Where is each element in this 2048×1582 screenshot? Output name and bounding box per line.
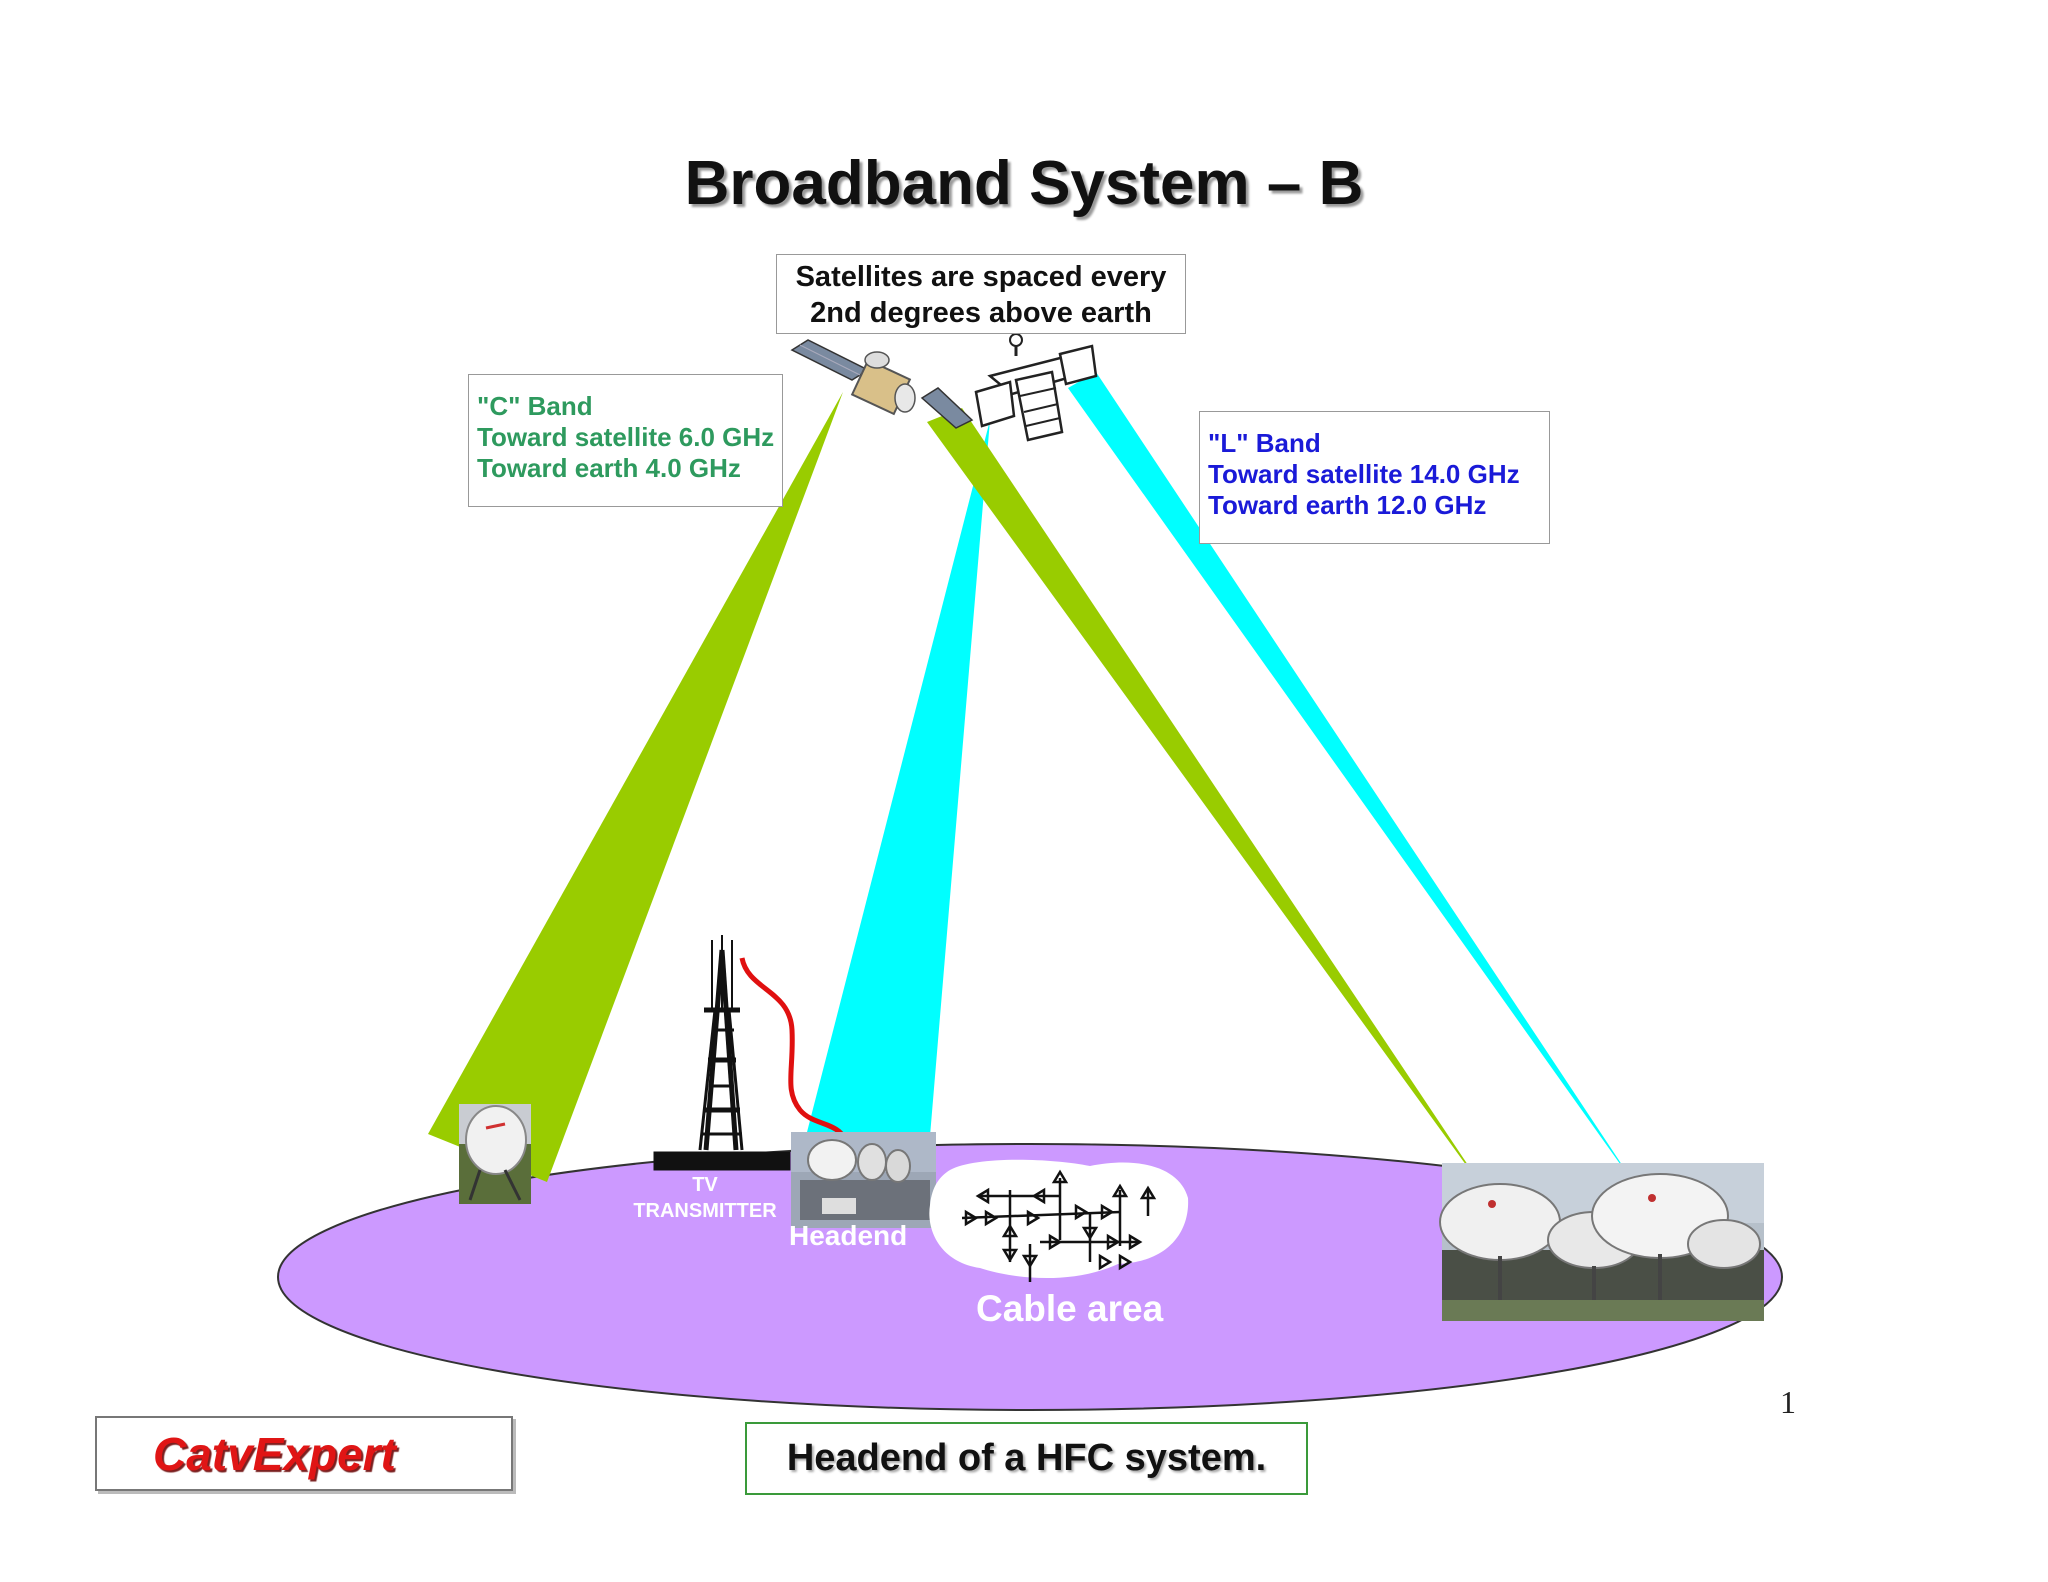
cable-network-tree	[961, 1169, 1157, 1282]
satellite-1-icon	[790, 339, 974, 429]
satellite-note-line1: Satellites are spaced every	[795, 261, 1167, 293]
l-band-uplink: Toward satellite 14.0 GHz	[1208, 459, 1520, 489]
headend-photo	[791, 1132, 936, 1228]
c-band-info-box: "C" Band Toward satellite 6.0 GHz Toward…	[468, 374, 783, 507]
l-band-beam-right	[1068, 372, 1640, 1192]
slide-caption: Headend of a HFC system.	[745, 1422, 1308, 1495]
satellite-note-line2: 2nd degrees above earth	[810, 297, 1152, 329]
l-band-downlink: Toward earth 12.0 GHz	[1208, 490, 1487, 520]
c-band-uplink: Toward satellite 6.0 GHz	[477, 422, 775, 452]
c-band-heading: "C" Band	[477, 391, 593, 421]
l-band-beam-headend	[806, 420, 990, 1136]
c-band-beam-left	[428, 392, 843, 1182]
earth-station-photo	[1439, 1163, 1764, 1321]
page-number: 1	[1780, 1384, 1796, 1420]
headend-label: Headend	[789, 1220, 908, 1251]
tv-label-line1: TV	[692, 1174, 718, 1196]
uplink-dish-photo	[459, 1104, 531, 1204]
c-band-beam-right	[927, 408, 1490, 1198]
tv-transmitter-tower-icon	[653, 935, 791, 1171]
tv-label-line2: TRANSMITTER	[633, 1200, 777, 1222]
catvexpert-logo: CatvExpert	[95, 1416, 513, 1491]
tv-transmitter-label: TV TRANSMITTER	[620, 1172, 790, 1224]
satellite-spacing-note: Satellites are spaced every 2nd degrees …	[776, 254, 1186, 334]
slide-title: Broadband System – B	[684, 149, 1364, 218]
l-band-heading: "L" Band	[1208, 428, 1321, 458]
logo-text: CatvExpert	[153, 1427, 396, 1480]
cable-area-label: Cable area	[976, 1288, 1164, 1329]
c-band-downlink: Toward earth 4.0 GHz	[477, 453, 741, 483]
signal-cable	[739, 957, 851, 1151]
l-band-info-box: "L" Band Toward satellite 14.0 GHz Towar…	[1199, 411, 1550, 544]
satellite-2-icon	[974, 332, 1098, 442]
